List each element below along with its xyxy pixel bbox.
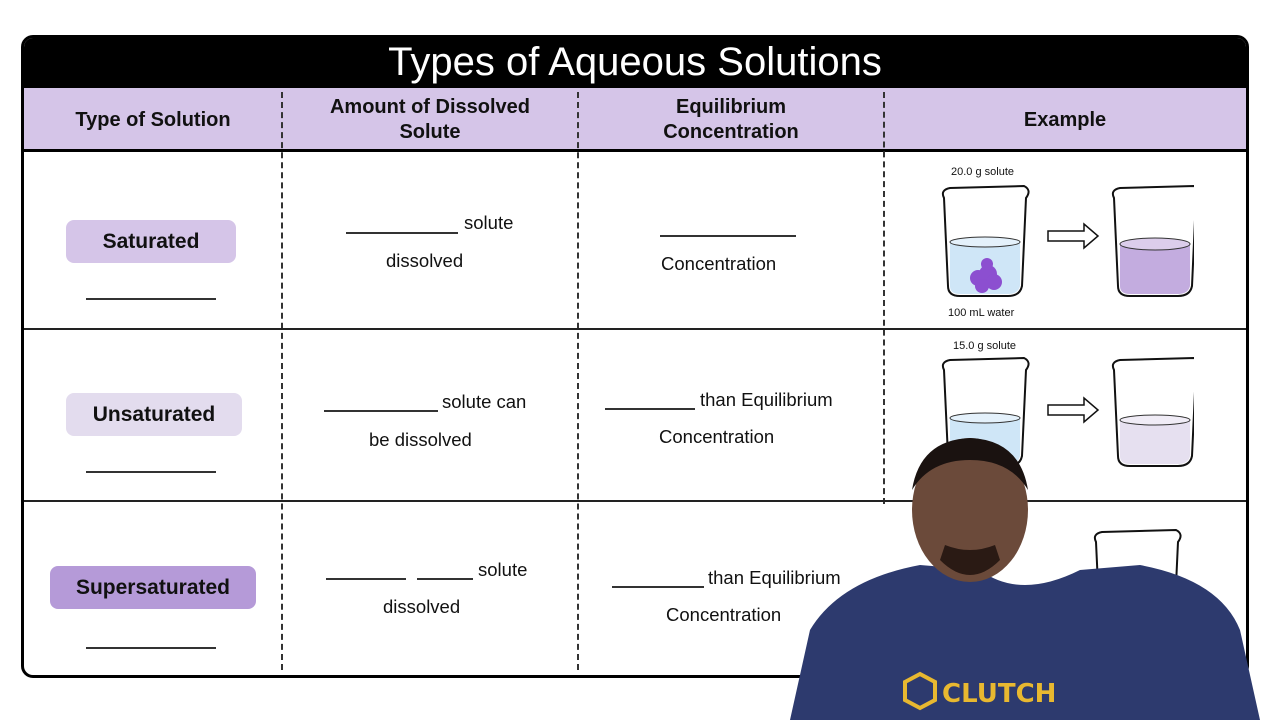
- header-amount-line1: Amount of Dissolved: [329, 96, 530, 118]
- example-label-top: 20.0 g solute: [951, 166, 1014, 178]
- column-divider: [883, 92, 885, 504]
- answer-blank: [346, 232, 458, 234]
- example-label-bottom: 100 mL water: [948, 307, 1015, 319]
- header-eq-line2: Concentration: [663, 121, 799, 143]
- header-example: Example: [1023, 108, 1107, 131]
- header-type-of-solution: Type of Solution: [75, 108, 231, 131]
- saturated-pill: Saturated: [66, 220, 236, 263]
- concentration-text: than Equilibrium: [708, 567, 841, 588]
- amount-text: dissolved: [386, 250, 464, 271]
- answer-blank: [660, 235, 796, 237]
- header-amount-dissolved: Amount of Dissolved Solute: [282, 88, 578, 152]
- amount-text: dissolved: [383, 596, 461, 617]
- answer-blank: [605, 408, 695, 410]
- answer-blank: [417, 578, 473, 580]
- answer-blank: [86, 298, 216, 300]
- concentration-text: Concentration: [661, 253, 777, 274]
- answer-blank: [612, 586, 704, 588]
- beaker-diagram-unsaturated: [941, 356, 1194, 467]
- table-header: Type of Solution Amount of Dissolved Sol…: [24, 88, 1246, 152]
- supersaturated-pill: Supersaturated: [50, 566, 256, 609]
- example-label-top: 15.0 g solute: [953, 340, 1016, 352]
- beaker-diagram-saturated: [941, 184, 1194, 297]
- concentration-text: Concentration: [659, 426, 775, 447]
- unsaturated-pill: Unsaturated: [66, 393, 242, 436]
- header-amount-line2: Solute: [399, 121, 461, 143]
- answer-blank: [86, 471, 216, 473]
- amount-text: solute: [464, 212, 514, 233]
- answer-blank: [324, 410, 438, 412]
- column-divider: [577, 92, 579, 670]
- column-divider: [281, 92, 283, 670]
- amount-text: be dissolved: [369, 429, 472, 450]
- concentration-text: Concentration: [666, 604, 782, 625]
- concentration-text: than Equilibrium: [700, 389, 833, 410]
- answer-blank: [326, 578, 406, 580]
- row-divider: [24, 500, 1246, 502]
- shirt-logo-text: CLUTCH: [942, 679, 1056, 709]
- slide-frame: Types of Aqueous Solutions Type of Solut…: [21, 35, 1249, 678]
- header-equilibrium-concentration: Equilibrium Concentration: [578, 88, 884, 152]
- header-eq-line1: Equilibrium: [676, 96, 786, 118]
- beaker-supersaturated: [1093, 528, 1182, 639]
- amount-text: solute: [478, 559, 528, 580]
- amount-text: solute can: [442, 391, 527, 412]
- answer-blank: [86, 647, 216, 649]
- slide-title: Types of Aqueous Solutions: [24, 38, 1246, 88]
- row-divider: [24, 328, 1246, 330]
